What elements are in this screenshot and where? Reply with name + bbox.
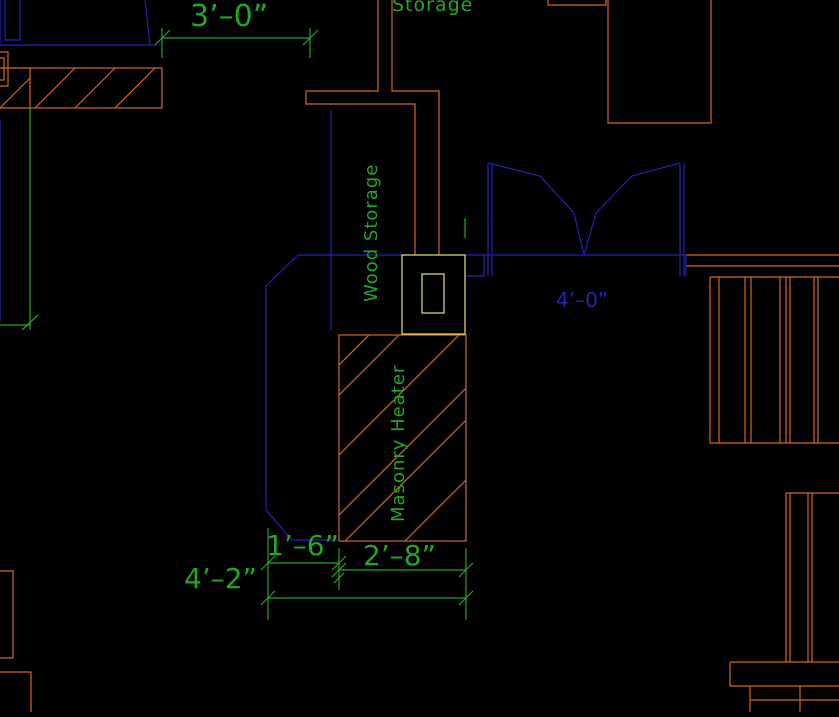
column-lower-right bbox=[729, 492, 839, 712]
wood-storage-outline bbox=[265, 254, 402, 541]
wood-storage-label: Wood Storage bbox=[361, 164, 382, 302]
dimension-overall-width: 4’–2” bbox=[184, 562, 257, 595]
dimension-left-offset: 1’–6” bbox=[266, 529, 339, 562]
cabinet-top-right bbox=[547, 0, 712, 124]
stair-slats bbox=[709, 276, 839, 444]
left-fixture-mid bbox=[0, 570, 14, 659]
door-swing-left bbox=[487, 162, 585, 276]
hatched-beam-top-left bbox=[0, 51, 163, 109]
door-swing-right bbox=[583, 162, 685, 276]
chimney-wall bbox=[305, 0, 440, 255]
storage-label: Storage bbox=[392, 0, 473, 16]
dimension-door-width: 4’–0” bbox=[556, 288, 608, 312]
masonry-heater-block bbox=[338, 334, 467, 542]
counter-edge-right bbox=[686, 254, 839, 267]
dimension-heater-width: 2’–8” bbox=[363, 539, 436, 572]
left-fixture-bottom bbox=[0, 671, 32, 712]
blue-outlines bbox=[0, 0, 687, 541]
masonry-heater-label: Masonry Heater bbox=[388, 365, 409, 522]
dimension-top-width: 3’–0” bbox=[190, 0, 268, 34]
dimension-lines bbox=[0, 28, 474, 620]
flue-box bbox=[401, 254, 466, 335]
